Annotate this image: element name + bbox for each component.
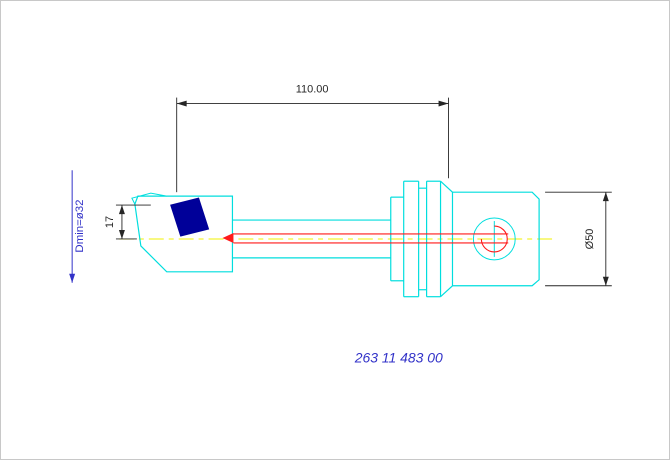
coolant-bore	[222, 225, 509, 253]
shank-diameter-label: Ø50	[584, 229, 596, 250]
cutting-insert	[170, 197, 210, 237]
dimension-tip-offset: 17	[104, 204, 151, 240]
bore-arc	[480, 225, 508, 253]
dimension-overall-length: 110.00	[176, 84, 449, 193]
arrow-left	[176, 100, 187, 107]
arrow-down	[602, 276, 609, 286]
min-bore-label: Dmin=ø32	[74, 199, 86, 252]
arrow-right	[438, 100, 449, 107]
min-bore-arrow	[69, 273, 76, 283]
part-number: 263 11 483 00	[354, 349, 443, 365]
dimension-min-bore: Dmin=ø32	[69, 170, 86, 283]
flange-rings	[390, 180, 453, 298]
tip-offset-label: 17	[104, 216, 116, 228]
shank-hole	[472, 217, 516, 261]
dimension-shank-diameter: Ø50	[545, 191, 612, 287]
arrow-down	[118, 230, 125, 239]
bore-tip-arrow	[222, 232, 234, 243]
insert-clamp	[131, 192, 167, 205]
shank-cylinder	[451, 191, 540, 287]
arrow-up	[118, 205, 125, 215]
overall-length-label: 110.00	[296, 84, 329, 96]
tool-outline	[131, 180, 540, 298]
arrow-up	[602, 192, 609, 202]
